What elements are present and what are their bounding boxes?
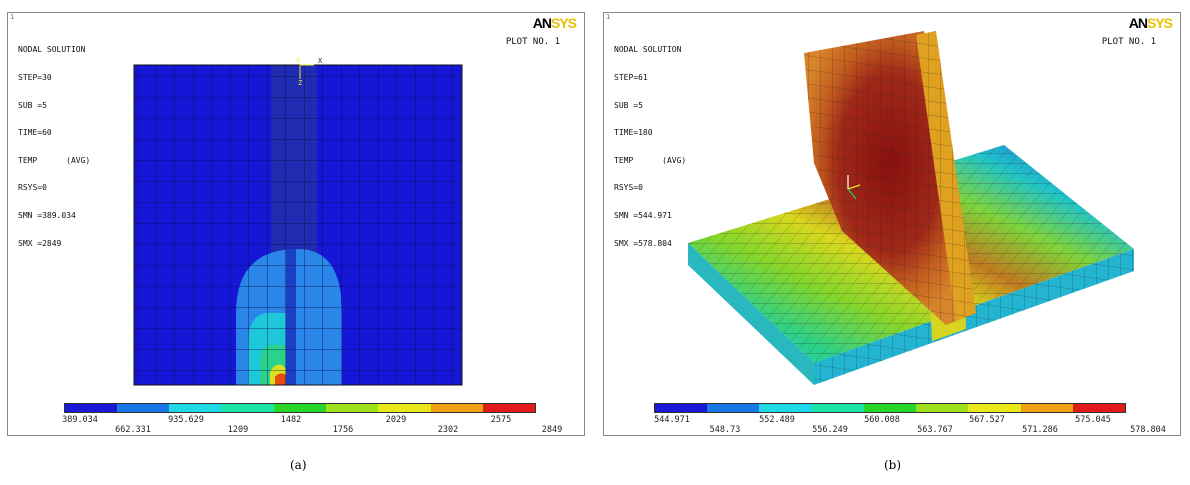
caption-a: (a) [290, 458, 307, 472]
temperature-contour-plot-a: Y X Z [133, 57, 463, 386]
legend-label: 567.527 [969, 415, 1005, 425]
legend-swatch [378, 404, 431, 412]
mesh-grid [134, 65, 462, 385]
legend-label: 575.045 [1075, 415, 1111, 425]
legend-swatch [707, 404, 760, 412]
window-number: 1 [10, 13, 15, 21]
info-line: SUB =5 [614, 100, 643, 110]
legend-swatch [863, 404, 917, 412]
legend-label: 389.034 [62, 415, 98, 425]
legend-label: 2302 [437, 425, 459, 435]
legend-swatch [169, 404, 222, 412]
legend-label: 560.008 [864, 415, 900, 425]
legend-swatch [482, 404, 535, 412]
legend-swatch [916, 404, 969, 412]
legend-label: 556.249 [812, 425, 848, 435]
info-line: SMN =389.034 [18, 210, 76, 220]
axis-label-y: Y [296, 57, 301, 65]
legend-label: 552.489 [759, 415, 795, 425]
legend-label: 2575 [490, 415, 512, 425]
window-number: 1 [606, 13, 611, 21]
legend-label: 548.73 [709, 425, 741, 435]
legend-label: 544.971 [654, 415, 690, 425]
color-legend-bar [654, 403, 1126, 413]
legend-labels: 389.034 662.331 935.629 1209 1482 1756 2… [8, 415, 584, 439]
legend-label: 1756 [332, 425, 354, 435]
info-line: TIME=180 [614, 128, 653, 138]
axis-label-x: X [318, 57, 323, 65]
info-line: RSYS=0 [18, 183, 47, 193]
info-line: TIME=60 [18, 128, 52, 138]
plot-number: PLOT NO. 1 [505, 37, 560, 47]
ansys-logo: ANSYS [532, 15, 577, 31]
legend-swatch [968, 404, 1021, 412]
solution-info: NODAL SOLUTION STEP=30 SUB =5 TIME=60 TE… [18, 27, 90, 266]
info-line: SMX =578.804 [614, 238, 672, 248]
info-line: SMN =544.971 [614, 210, 672, 220]
info-line: SMX =2849 [18, 238, 62, 248]
info-line: SUB =5 [18, 100, 47, 110]
legend-swatch [759, 404, 812, 412]
color-legend-bar [64, 403, 536, 413]
legend-label: 563.767 [917, 425, 953, 435]
legend-label: 2849 [541, 425, 563, 435]
legend-labels: 544.971 548.73 552.489 556.249 560.008 5… [604, 415, 1180, 439]
info-line: STEP=61 [614, 73, 648, 82]
legend-label: 935.629 [168, 415, 204, 425]
info-line: TEMP (AVG) [18, 155, 91, 165]
panel-b: 1 NODAL SOLUTION STEP=61 SUB =5 TIME=180… [603, 12, 1181, 436]
legend-swatch [273, 404, 327, 412]
info-line: NODAL SOLUTION [614, 45, 682, 55]
legend-swatch [430, 404, 483, 412]
solution-info: NODAL SOLUTION STEP=61 SUB =5 TIME=180 T… [614, 27, 686, 266]
legend-swatch [1020, 404, 1073, 412]
info-line: NODAL SOLUTION [18, 45, 86, 55]
legend-label: 571.286 [1022, 425, 1058, 435]
axis-label-z: Z [298, 79, 302, 87]
ansys-logo: ANSYS [1128, 15, 1173, 31]
legend-swatch [1072, 404, 1125, 412]
legend-swatch [65, 404, 118, 412]
legend-swatch [117, 404, 170, 412]
legend-label: 1209 [227, 425, 249, 435]
legend-label: 662.331 [115, 425, 151, 435]
plot-number: PLOT NO. 1 [1101, 37, 1156, 47]
legend-swatch [326, 404, 379, 412]
legend-swatch [655, 404, 708, 412]
temperature-contour-plot-b [688, 31, 1134, 385]
panel-a: 1 NODAL SOLUTION STEP=30 SUB =5 TIME=60 … [7, 12, 585, 436]
legend-label: 578.804 [1130, 425, 1166, 435]
info-line: TEMP (AVG) [614, 155, 687, 165]
legend-label: 2029 [385, 415, 407, 425]
legend-label: 1482 [280, 415, 302, 425]
info-line: STEP=30 [18, 73, 52, 82]
base-plate-side [688, 243, 814, 385]
legend-swatch [811, 404, 864, 412]
legend-swatch [221, 404, 274, 412]
caption-b: (b) [884, 458, 902, 472]
info-line: RSYS=0 [614, 183, 643, 193]
